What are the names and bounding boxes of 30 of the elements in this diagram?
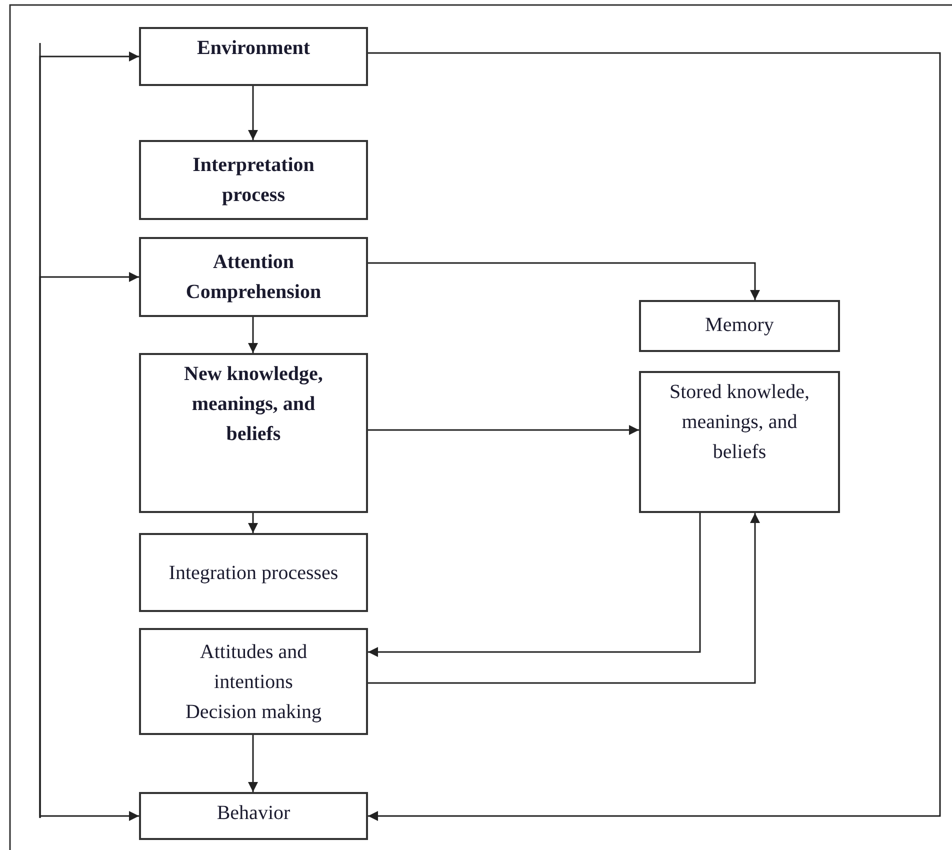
- box-label: Attitudes and intentions: [198, 640, 308, 694]
- process-box: [139, 533, 368, 612]
- box-label: Integration processes: [168, 560, 338, 586]
- arrow: [368, 262, 760, 300]
- arrow: [248, 735, 258, 792]
- arrow: [368, 513, 760, 684]
- box-label: Stored knowlede, meanings, and beliefs: [668, 380, 810, 465]
- arrow: [368, 425, 639, 435]
- arrow: [368, 52, 941, 821]
- process-box: [639, 371, 840, 513]
- arrow: [368, 513, 701, 657]
- process-box: [639, 300, 840, 352]
- arrow: [39, 272, 139, 818]
- process-box: [139, 353, 368, 513]
- process-box: [139, 237, 368, 317]
- box-label: Attention: [212, 250, 294, 275]
- process-box: [139, 27, 368, 86]
- box-label: Interpretation process: [192, 153, 316, 208]
- arrow: [248, 513, 258, 533]
- box-label: Behavior: [216, 801, 290, 826]
- box-label: Decision making: [185, 700, 322, 724]
- box-label: Environment: [197, 36, 310, 61]
- process-box: [139, 628, 368, 735]
- process-box: [139, 140, 368, 220]
- arrow: [248, 317, 258, 353]
- arrow: [248, 86, 258, 140]
- process-box: [139, 792, 368, 840]
- box-label: Comprehension: [186, 280, 322, 305]
- box-label: Memory: [705, 313, 774, 338]
- box-label: New knowledge, meanings, and beliefs: [183, 362, 324, 447]
